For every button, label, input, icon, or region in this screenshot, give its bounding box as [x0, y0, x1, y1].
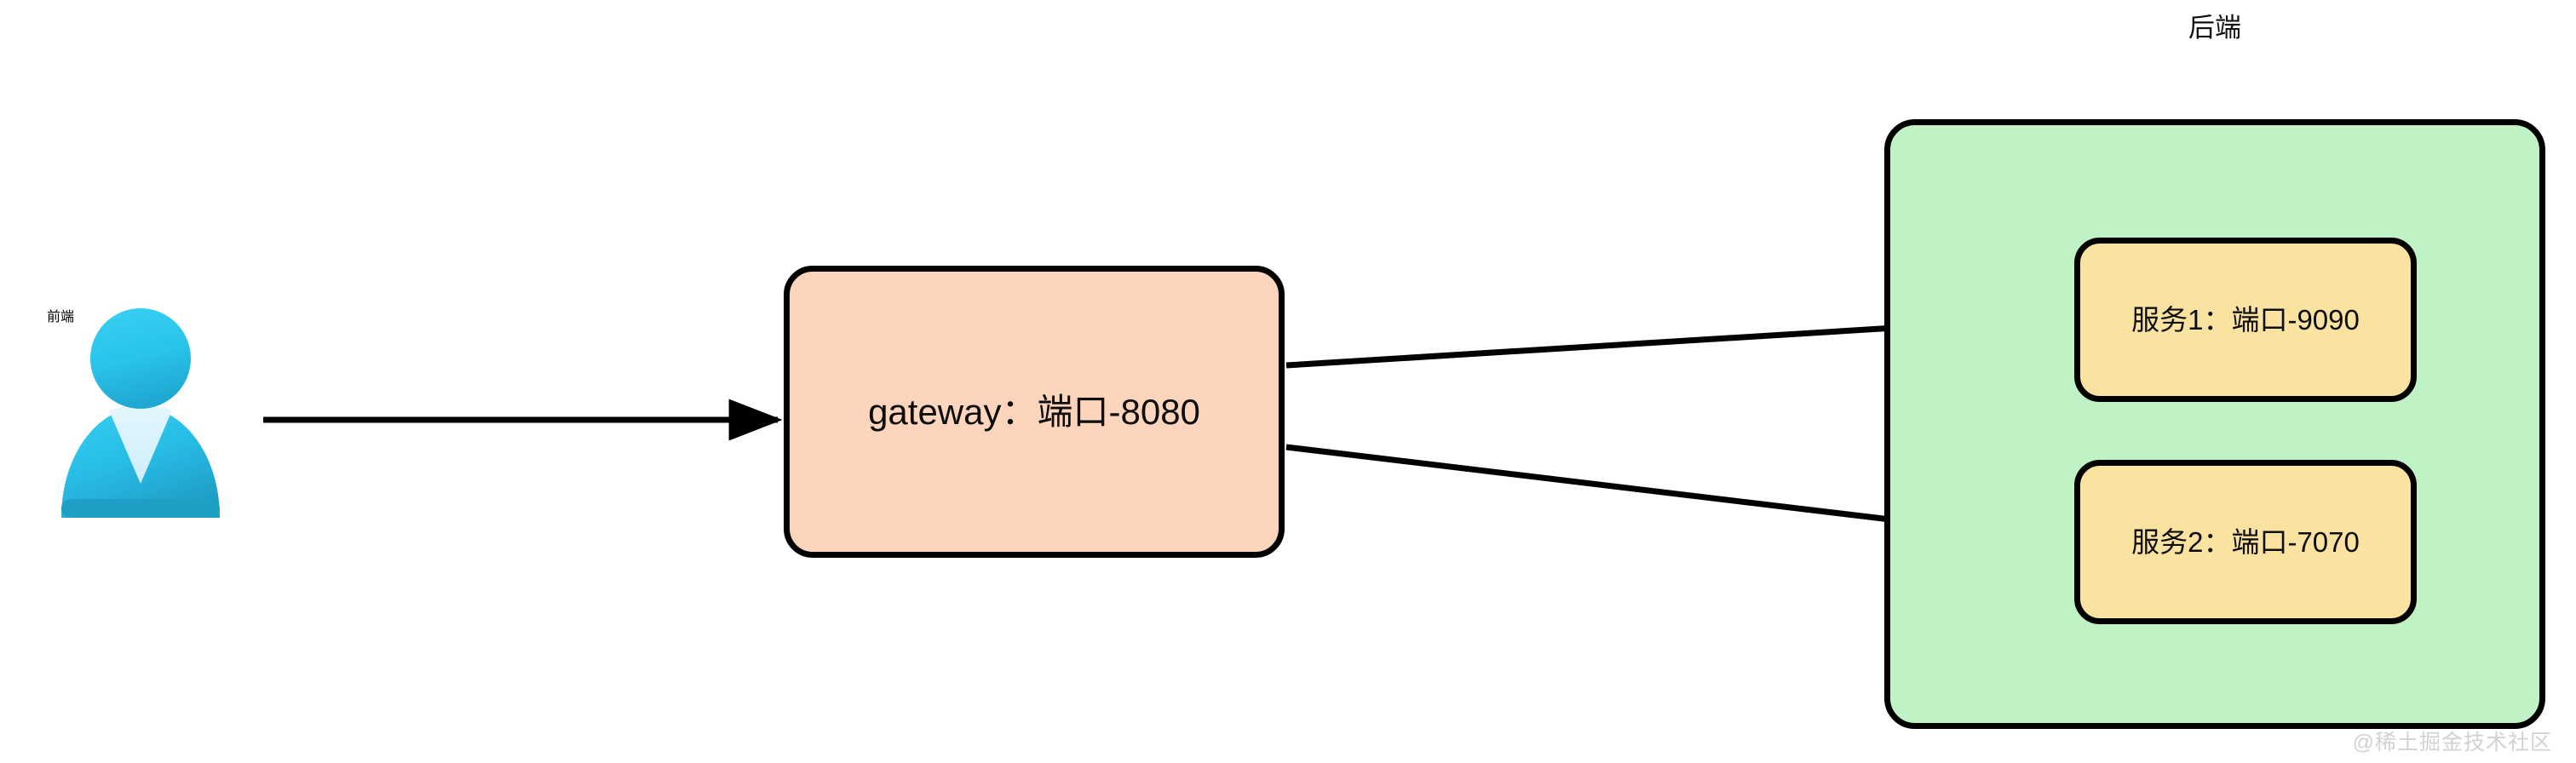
service-2-label: 服务2：端口-7070 — [2131, 526, 2360, 558]
gateway-label: gateway：端口-8080 — [868, 391, 1200, 432]
watermark: @稀土掘金技术社区 — [2352, 731, 2552, 754]
backend-container: 服务1：端口-9090 服务2：端口-7070 — [1884, 119, 2545, 729]
gateway-node[interactable]: gateway：端口-8080 — [784, 266, 1285, 558]
service-1-label: 服务1：端口-9090 — [2131, 304, 2360, 336]
backend-caption: 后端 — [2188, 13, 2241, 43]
service-node-1[interactable]: 服务1：端口-9090 — [2074, 238, 2417, 402]
frontend-label: 前端 — [47, 310, 75, 324]
service-node-2[interactable]: 服务2：端口-7070 — [2074, 460, 2417, 624]
frontend-node: 前端 — [47, 305, 234, 560]
user-avatar-icon — [61, 308, 220, 518]
